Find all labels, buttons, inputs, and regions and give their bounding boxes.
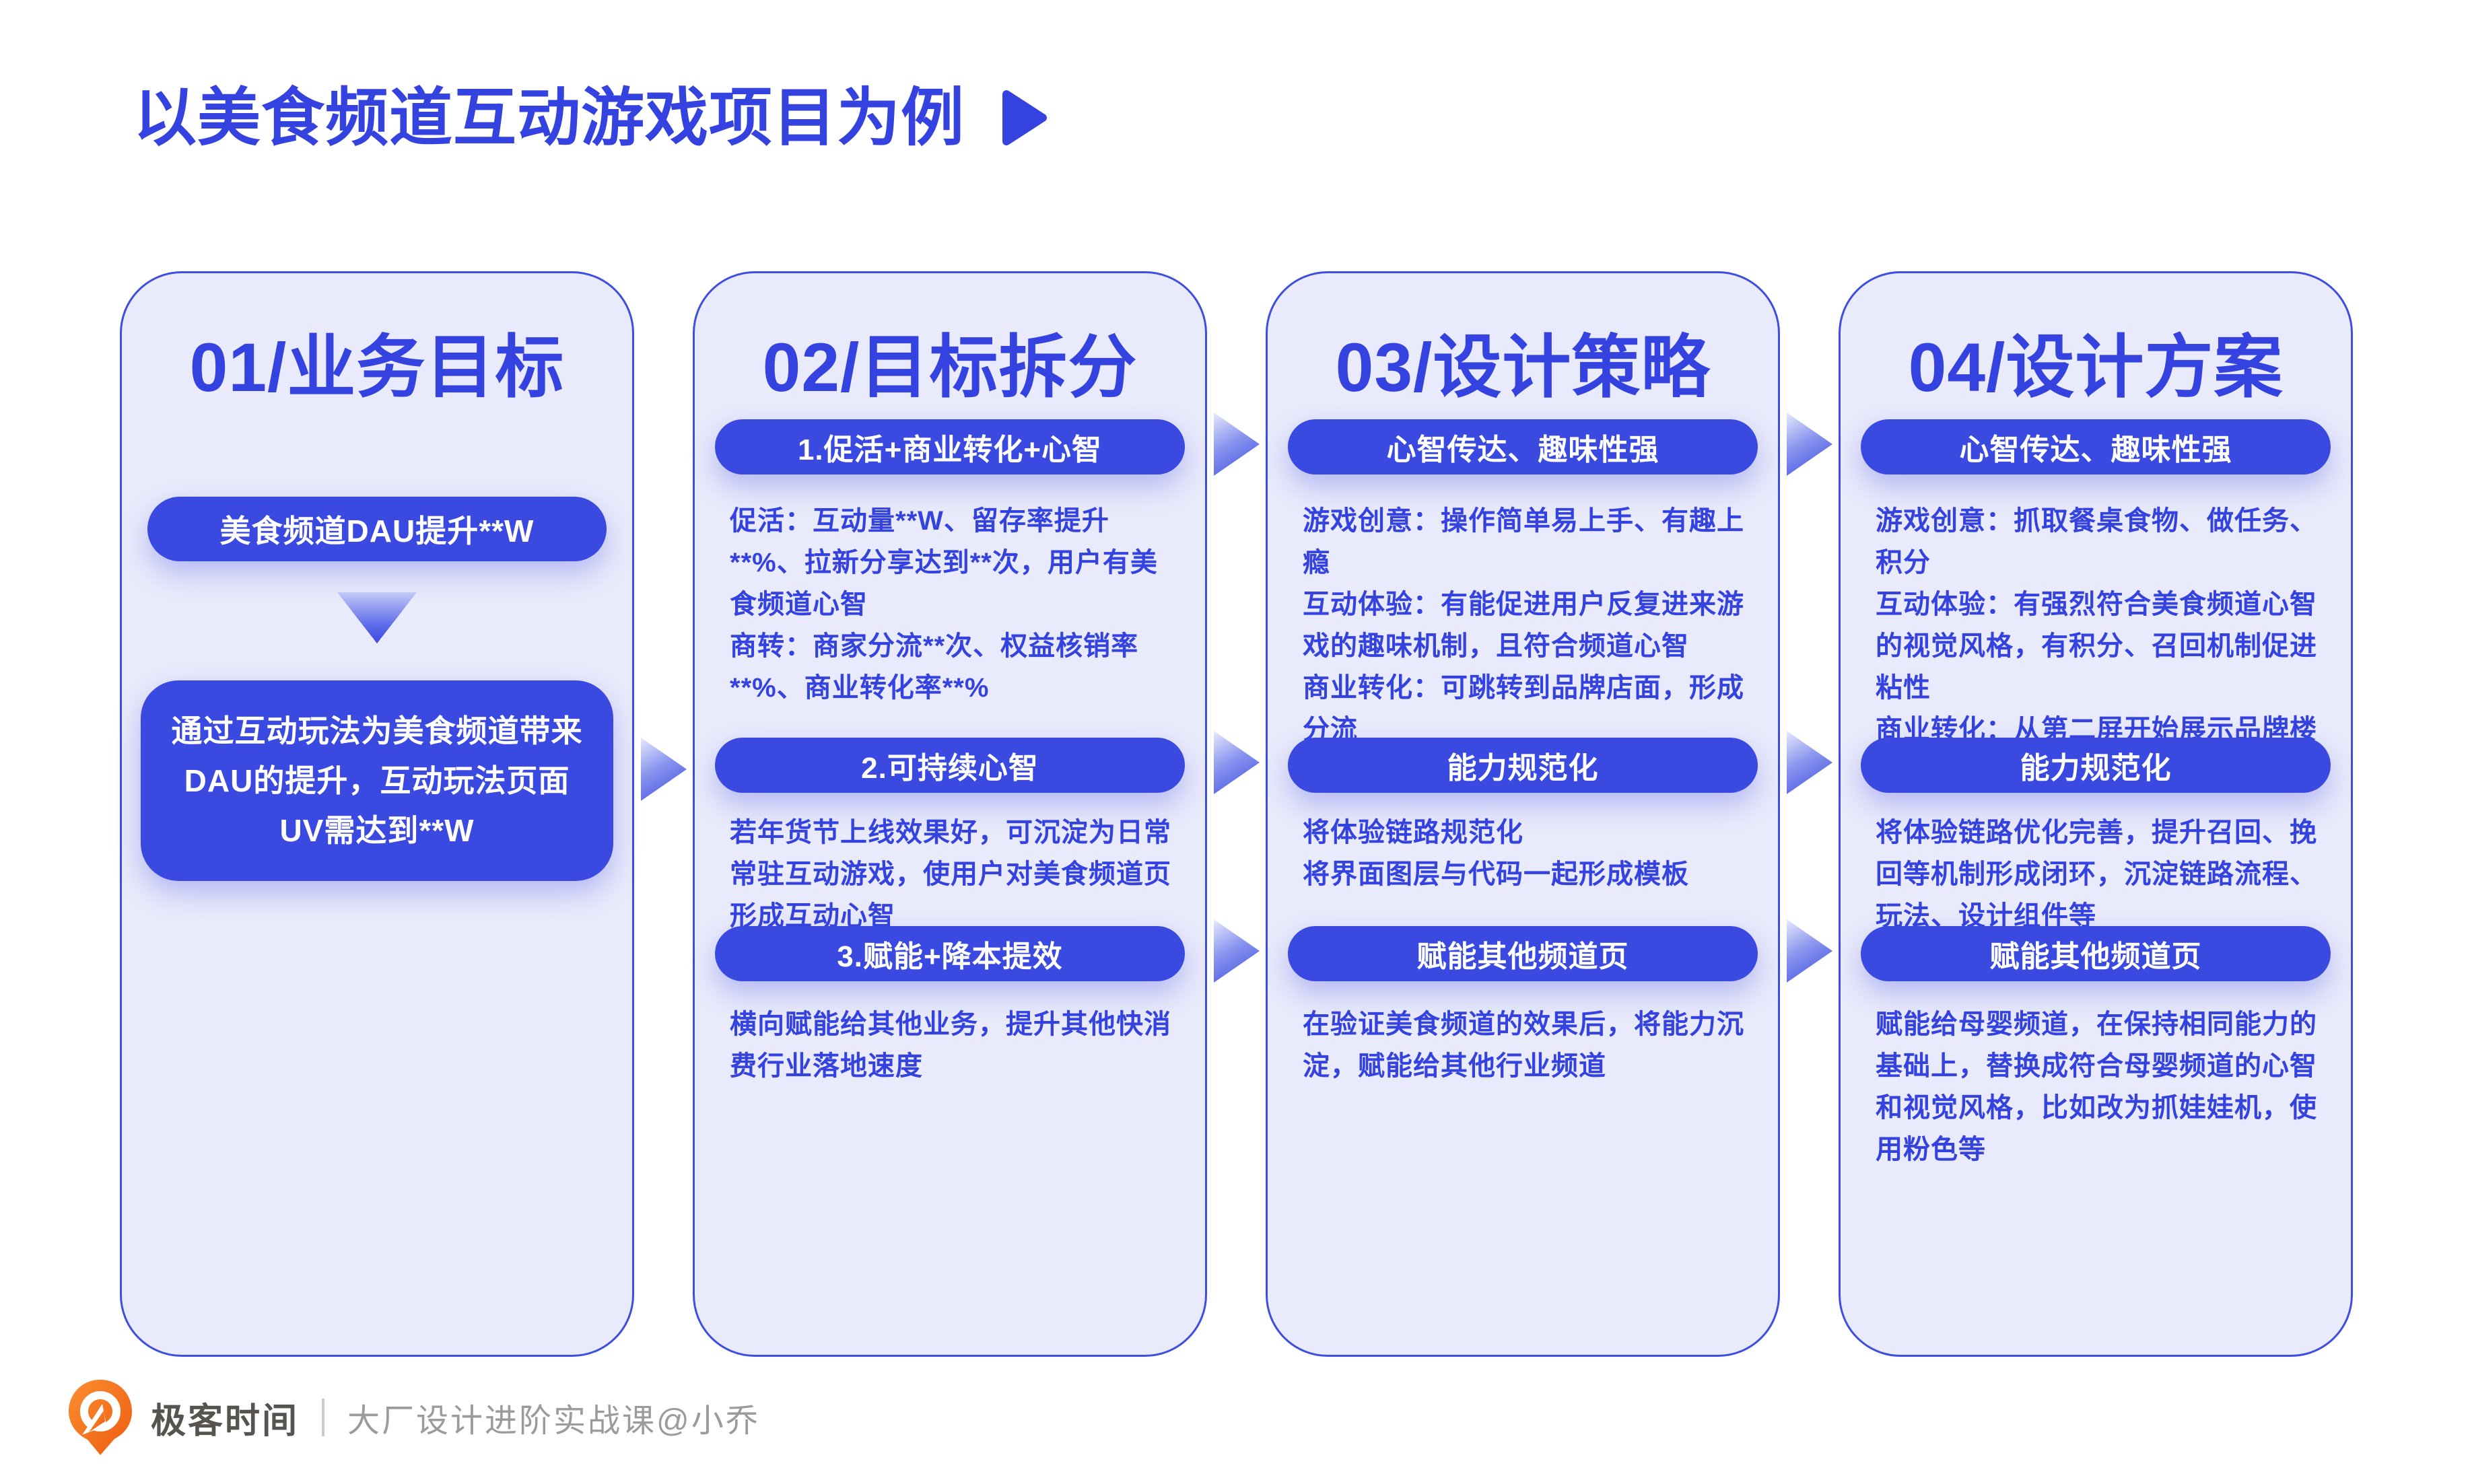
arrow-right-icon	[1214, 731, 1260, 794]
footer: 极客时间 大厂设计进阶实战课@小乔	[66, 1378, 760, 1456]
page-title: 以美食频道互动游戏项目为例	[133, 82, 965, 153]
footer-divider	[322, 1399, 325, 1436]
desc-row1: 促活：互动量**W、留存率提升**%、拉新分享达到**次，用户有美食频道心智 商…	[730, 506, 1158, 703]
arrow-right-icon	[1787, 919, 1832, 983]
pill-row2: 能力规范化	[1861, 738, 2331, 793]
pill-row2: 能力规范化	[1288, 738, 1758, 793]
card-design-solution: 04/设计方案 心智传达、趣味性强 游戏创意：抓取餐桌食物、做任务、积分 互动体…	[1839, 271, 2353, 1357]
pill-row1: 心智传达、趣味性强	[1288, 419, 1758, 474]
arrow-right-icon	[641, 738, 687, 801]
desc-row3: 在验证美食频道的效果后，将能力沉淀，赋能给其他行业频道	[1303, 1010, 1744, 1081]
card-title: 03/设计策略	[1335, 329, 1711, 406]
arrow-down-icon	[337, 592, 417, 643]
goal-pill: 美食频道DAU提升**W	[147, 497, 607, 561]
arrow-right-icon	[1214, 413, 1260, 476]
pill-row3: 3.赋能+降本提效	[715, 926, 1185, 981]
footer-brand: 极客时间	[151, 1401, 300, 1441]
desc-row2: 将体验链路规范化 将界面图层与代码一起形成模板	[1303, 818, 1689, 889]
page-header: 以美食频道互动游戏项目为例	[133, 86, 1048, 149]
arrow-right-icon	[1787, 413, 1832, 476]
pill-row2: 2.可持续心智	[715, 738, 1185, 793]
geektime-logo-icon	[69, 1380, 132, 1455]
desc-row1: 游戏创意：操作简单易上手、有趣上瘾 互动体验：有能促进用户反复进来游戏的趣味机制…	[1303, 506, 1744, 744]
pill-row1: 1.促活+商业转化+心智	[715, 419, 1185, 474]
arrow-right-icon	[1214, 919, 1260, 983]
card-title: 02/目标拆分	[762, 329, 1138, 406]
card-goal-breakdown: 02/目标拆分 1.促活+商业转化+心智 促活：互动量**W、留存率提升**%、…	[693, 271, 1207, 1357]
arrow-right-icon	[1787, 731, 1832, 794]
pill-row3: 赋能其他频道页	[1861, 926, 2331, 981]
desc-row3: 横向赋能给其他业务，提升其他快消费行业落地速度	[730, 1010, 1171, 1081]
desc-row2: 若年货节上线效果好，可沉淀为日常常驻互动游戏，使用户对美食频道页形成互动心智	[730, 818, 1171, 931]
goal-detail-box: 通过互动玩法为美食频道带来DAU的提升，互动玩法页面UV需达到**W	[141, 680, 613, 881]
desc-row3: 赋能给母婴频道，在保持相同能力的基础上，替换成符合母婴频道的心智和视觉风格，比如…	[1876, 1010, 2317, 1164]
desc-row1: 游戏创意：抓取餐桌食物、做任务、积分 互动体验：有强烈符合美食频道心智的视觉风格…	[1876, 506, 2317, 786]
card-business-goal: 01/业务目标 美食频道DAU提升**W 通过互动玩法为美食频道带来DAU的提升…	[120, 271, 634, 1357]
pill-row1: 心智传达、趣味性强	[1861, 419, 2331, 474]
footer-course-name: 大厂设计进阶实战课@小乔	[347, 1403, 760, 1439]
card-title: 01/业务目标	[189, 329, 565, 406]
card-title: 04/设计方案	[1908, 329, 2284, 406]
pill-row3: 赋能其他频道页	[1288, 926, 1758, 981]
title-play-icon	[1002, 90, 1048, 145]
desc-row2: 将体验链路优化完善，提升召回、挽回等机制形成闭环，沉淀链路流程、玩法、设计组件等	[1876, 818, 2317, 931]
card-design-strategy: 03/设计策略 心智传达、趣味性强 游戏创意：操作简单易上手、有趣上瘾 互动体验…	[1266, 271, 1780, 1357]
